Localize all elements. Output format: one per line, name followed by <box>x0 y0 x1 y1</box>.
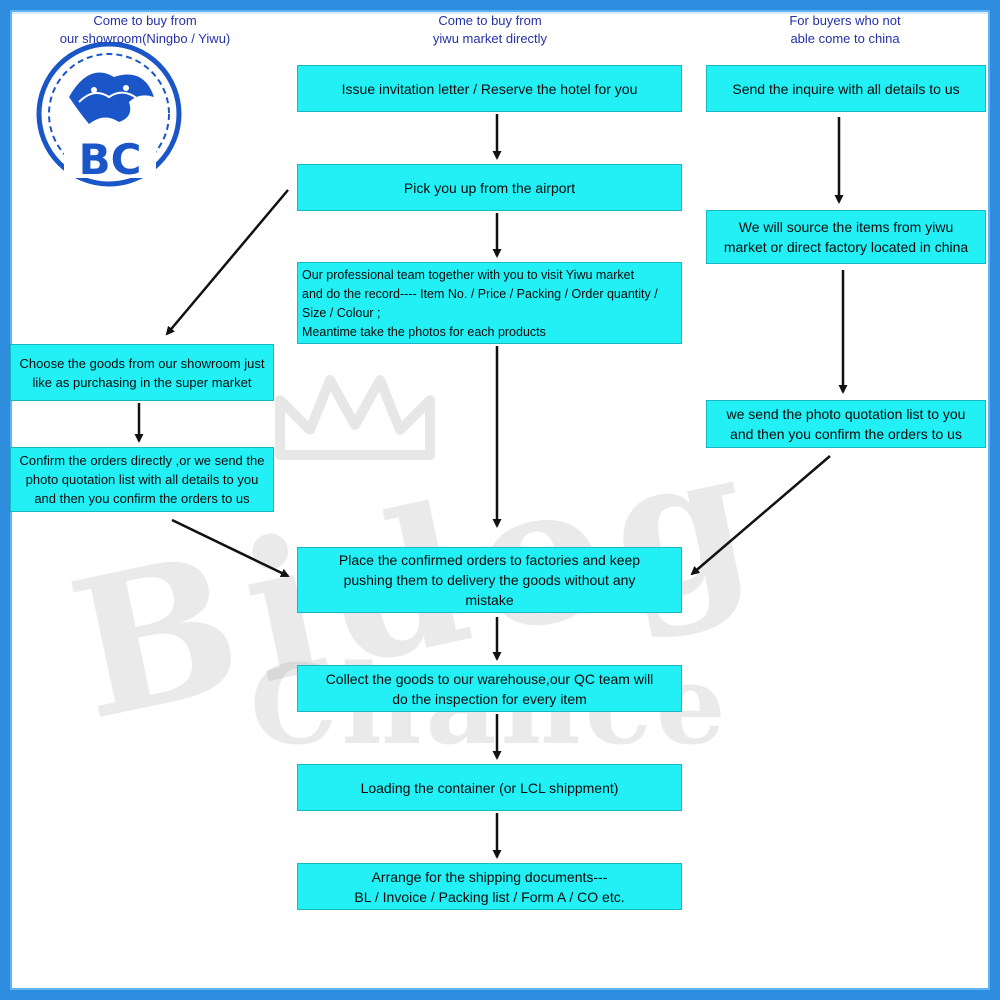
step-choose-line1: Choose the goods from our showroom just <box>19 355 265 371</box>
step-collect-line1: Collect the goods to our warehouse,our Q… <box>325 670 654 687</box>
watermark-crown-icon <box>275 375 435 460</box>
step-collect-line2: do the inspection for every item <box>392 690 587 707</box>
step-source-line1: We will source the items from yiwu <box>738 219 954 235</box>
bc-logo: BC <box>36 42 182 187</box>
step-send-inquire: Send the inquire with all details to us <box>706 65 986 112</box>
header-middle: Come to buy from yiwu market directly <box>385 12 595 48</box>
header-left: Come to buy from our showroom(Ningbo / Y… <box>40 12 250 48</box>
header-right-line2: able come to china <box>790 31 900 46</box>
step-confirm-left-line1: Confirm the orders directly ,or we send … <box>19 453 265 468</box>
step-photo-quotation: we send the photo quotation list to you … <box>706 400 986 448</box>
header-left-line2: our showroom(Ningbo / Yiwu) <box>59 31 231 46</box>
step-choose-goods: Choose the goods from our showroom just … <box>10 344 274 401</box>
header-middle-line1: Come to buy from <box>438 13 542 28</box>
step-visit-line2: and do the record---- Item No. / Price /… <box>302 287 658 301</box>
header-right: For buyers who not able come to china <box>740 12 950 48</box>
step-shipping-line2: BL / Invoice / Packing list / Form A / C… <box>354 888 625 905</box>
step-place-line1: Place the confirmed orders to factories … <box>338 552 641 568</box>
step-source-items: We will source the items from yiwu marke… <box>706 210 986 264</box>
header-left-line1: Come to buy from <box>93 13 197 28</box>
step-choose-line2: like as purchasing in the super market <box>32 374 252 390</box>
step-loading-container: Loading the container (or LCL shippment) <box>297 764 682 811</box>
step-quotation-line1: we send the photo quotation list to you <box>726 406 966 422</box>
step-collect-goods: Collect the goods to our warehouse,our Q… <box>297 665 682 712</box>
arrow-airport-to-choose <box>165 189 289 336</box>
frame-stripe-top <box>12 12 988 14</box>
step-loading-text: Loading the container (or LCL shippment) <box>360 779 619 796</box>
step-place-orders: Place the confirmed orders to factories … <box>297 547 682 613</box>
step-invitation-text: Issue invitation letter / Reserve the ho… <box>341 80 638 97</box>
step-visit-line1: Our professional team together with you … <box>302 268 635 282</box>
step-visit-market: Our professional team together with you … <box>297 262 682 344</box>
arrow-confirm-to-place <box>171 518 290 578</box>
step-confirm-left-line2: photo quotation list with all details to… <box>25 472 259 487</box>
logo-text: BC <box>79 135 142 184</box>
step-visit-line4: Meantime take the photos for each produc… <box>302 325 546 339</box>
step-visit-line3: Size / Colour ; <box>302 306 381 320</box>
header-middle-line2: yiwu market directly <box>432 31 548 46</box>
step-invitation: Issue invitation letter / Reserve the ho… <box>297 65 682 112</box>
step-source-line2: market or direct factory located in chin… <box>723 239 969 255</box>
step-shipping-line1: Arrange for the shipping documents--- <box>371 868 608 885</box>
step-airport-text: Pick you up from the airport <box>403 179 576 196</box>
step-airport: Pick you up from the airport <box>297 164 682 211</box>
step-place-line2: pushing them to delivery the goods witho… <box>343 572 636 588</box>
header-right-line1: For buyers who not <box>789 13 901 28</box>
step-confirm-left-line3: and then you confirm the orders to us <box>34 491 250 506</box>
step-shipping-documents: Arrange for the shipping documents--- BL… <box>297 863 682 910</box>
step-confirm-orders-left: Confirm the orders directly ,or we send … <box>10 447 274 512</box>
step-place-line3: mistake <box>465 592 514 608</box>
step-quotation-line2: and then you confirm the orders to us <box>730 426 962 442</box>
arrow-quotation-to-place <box>690 455 831 576</box>
step-send-inquire-text: Send the inquire with all details to us <box>732 80 960 97</box>
